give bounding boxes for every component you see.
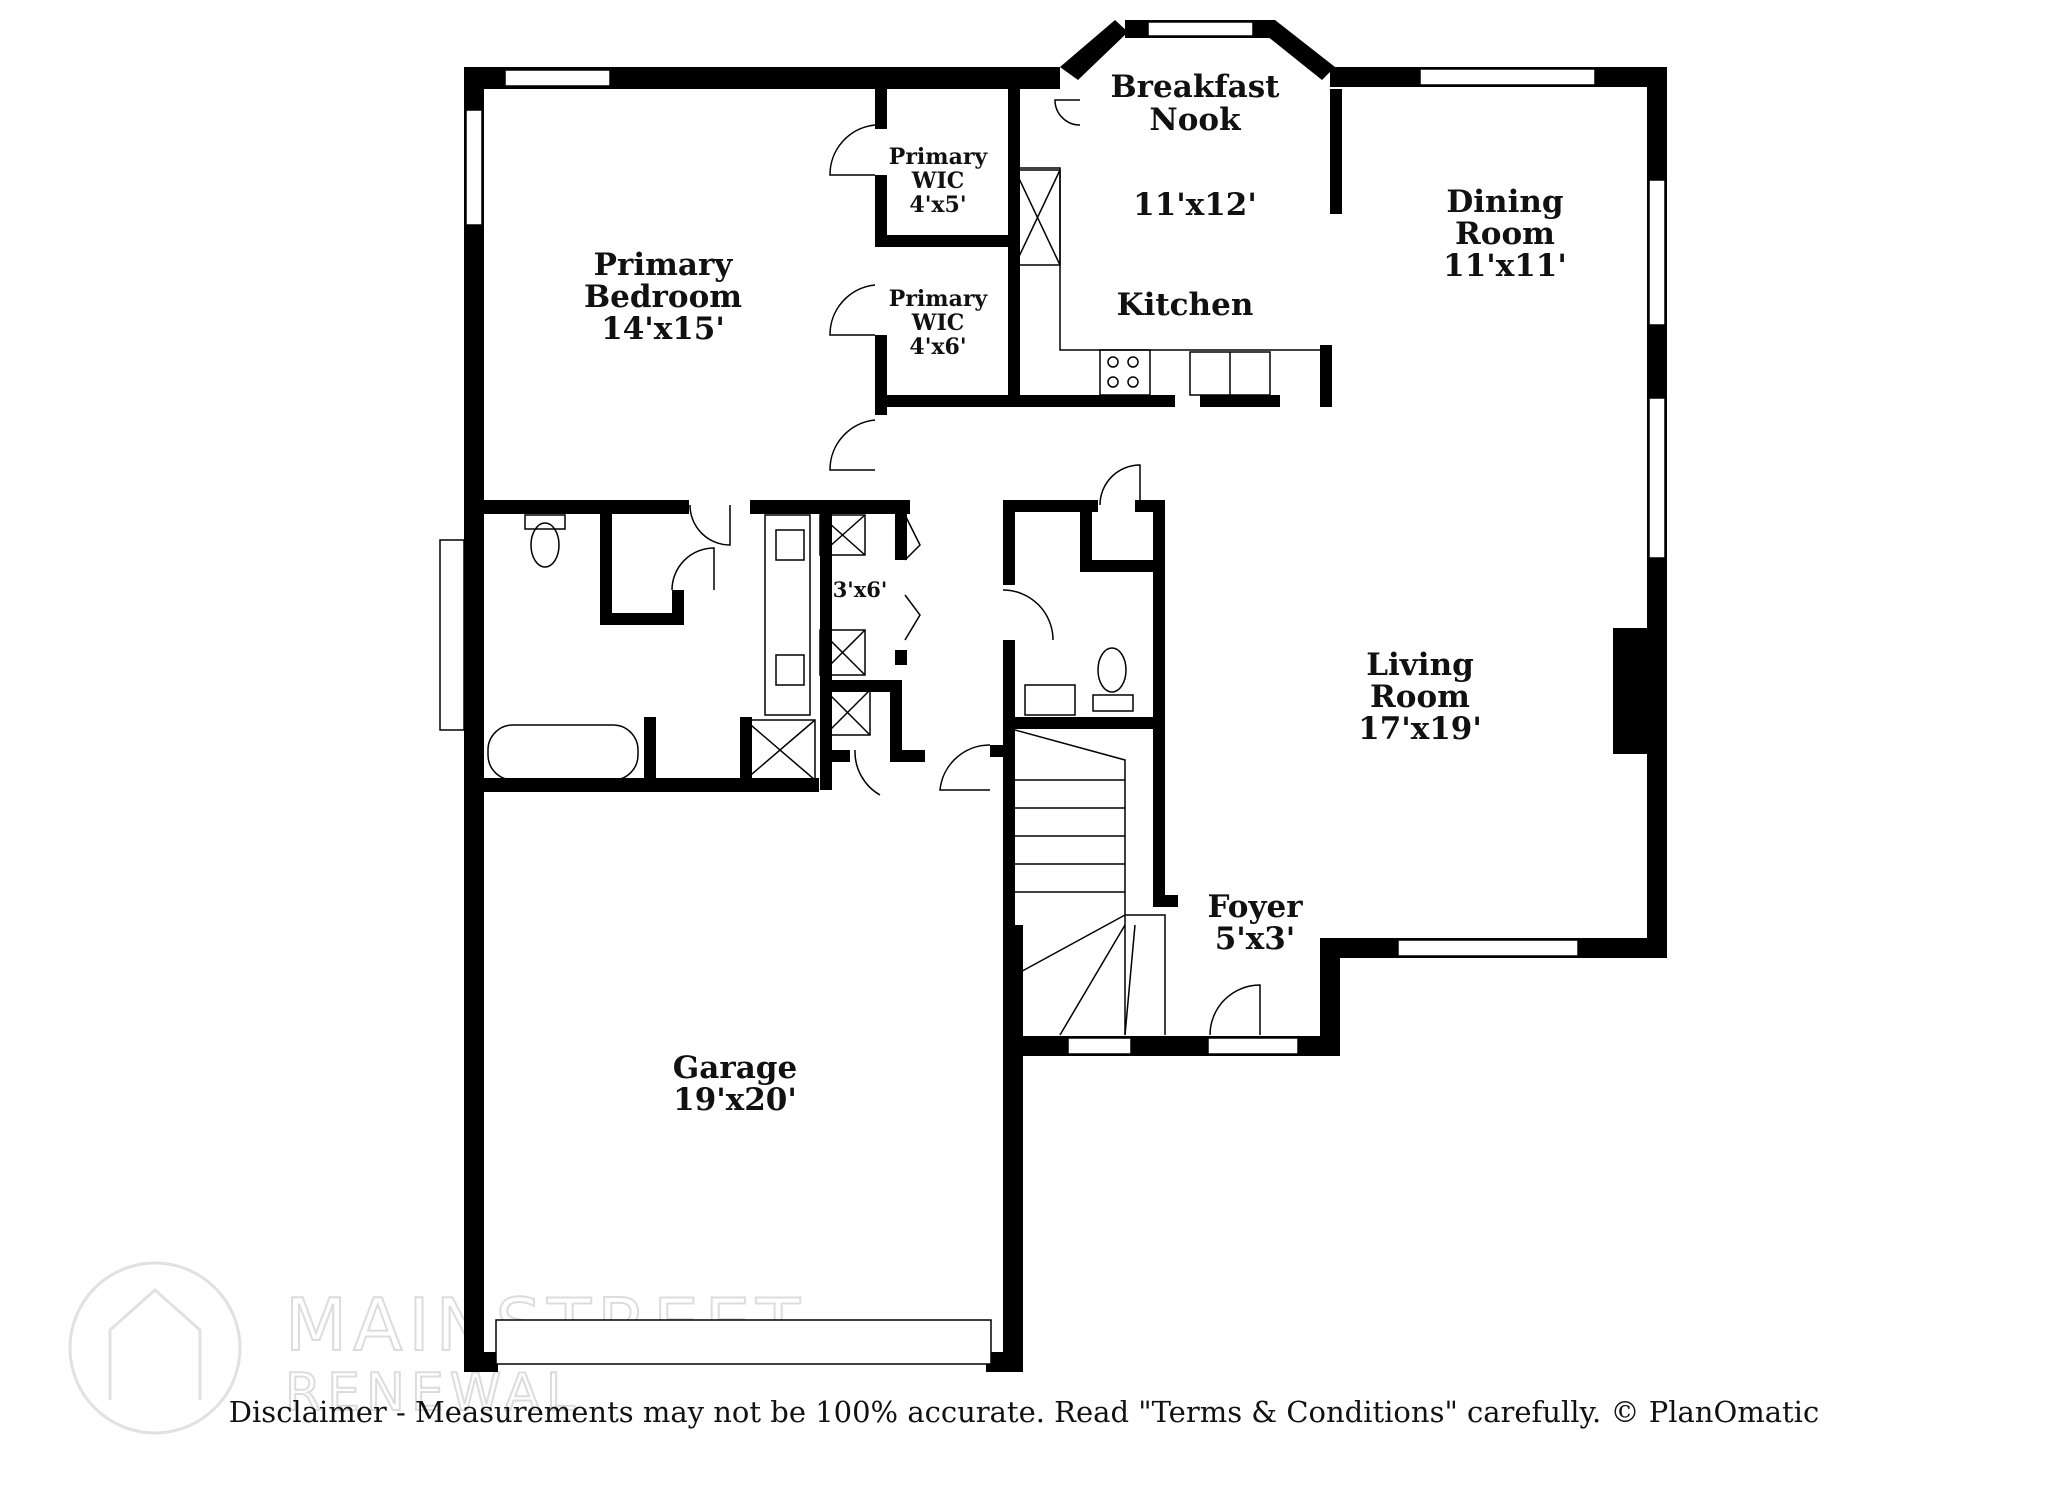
living-room-label-line2: Room — [1370, 679, 1470, 715]
staircase — [1014, 729, 1166, 1036]
foyer-label: Foyer — [1207, 889, 1303, 925]
primary-wic-1-label-line2: WIC — [911, 168, 965, 194]
watermark-logo-arrow — [108, 1287, 202, 1400]
kitchen-label: Kitchen — [1117, 287, 1254, 323]
watermark-line2: RENEWAL — [285, 1363, 581, 1423]
garage-label: Garage — [673, 1050, 797, 1086]
living-room-label-line1: Living — [1366, 647, 1474, 683]
interior-walls — [464, 89, 1342, 1040]
garage-size: 19'x20' — [673, 1082, 797, 1118]
dining-room-label-line1: Dining — [1446, 184, 1563, 220]
windows — [439, 21, 1666, 1365]
breakfast-nook-label-line1: Breakfast — [1110, 69, 1280, 105]
primary-wic-2-label-line2: WIC — [911, 310, 965, 336]
dining-room-label-line2: Room — [1455, 216, 1555, 252]
primary-wic-1-size: 4'x5' — [909, 192, 966, 218]
primary-wic-2-label-line1: Primary — [889, 286, 989, 312]
primary-wic-2-size: 4'x6' — [909, 334, 966, 360]
primary-bedroom-label-line1: Primary — [594, 247, 734, 283]
room-labels: Breakfast Nook 11'x12' Kitchen Dining Ro… — [584, 69, 1567, 1118]
dining-room-size: 11'x11' — [1443, 248, 1567, 284]
primary-wic-1-label-line1: Primary — [889, 144, 989, 170]
primary-bedroom-size: 14'x15' — [601, 311, 725, 347]
closet-size: 3'x6' — [833, 577, 888, 602]
foyer-size: 5'x3' — [1215, 921, 1296, 957]
primary-bedroom-label-line2: Bedroom — [584, 279, 742, 315]
breakfast-nook-size: 11'x12' — [1133, 187, 1257, 223]
living-room-size: 17'x19' — [1358, 711, 1482, 747]
disclaimer-text: Disclaimer - Measurements may not be 100… — [228, 1395, 1820, 1429]
watermark-logo-circle — [68, 1261, 242, 1435]
breakfast-nook-label-line2: Nook — [1149, 102, 1242, 138]
fixtures — [487, 99, 1330, 1036]
